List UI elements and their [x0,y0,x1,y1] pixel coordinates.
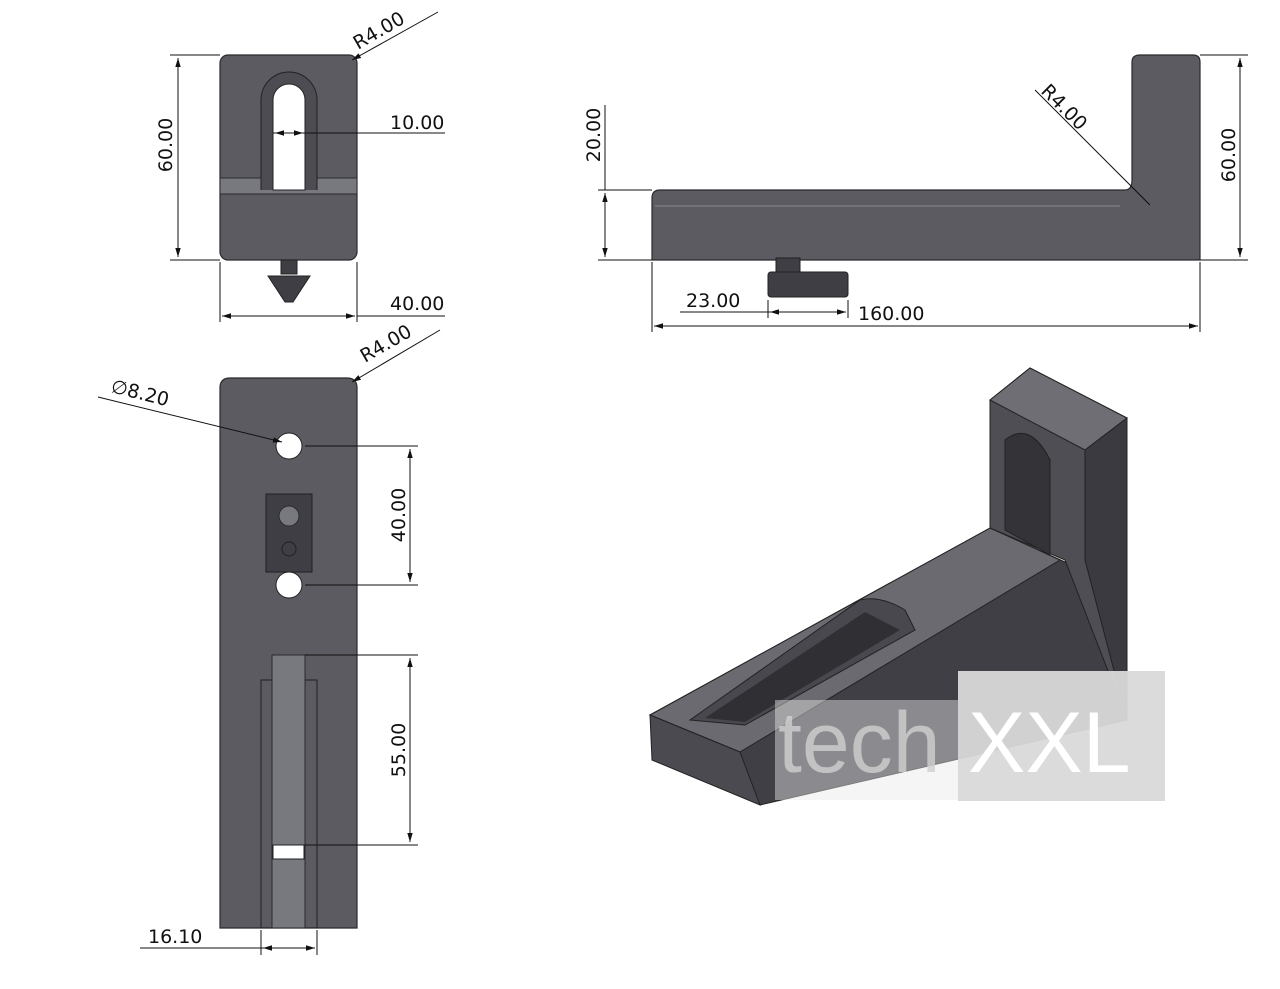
screw-thread [280,259,298,275]
dim-length: 160.00 [858,303,924,325]
watermark-logo: tech XXL [775,671,1165,801]
side-nut [767,271,849,298]
dim-side-radius: R4.00 [1036,80,1091,135]
dim-hole-diameter: ∅8.20 [109,376,171,412]
watermark-prefix: tech [778,695,941,791]
side-body [651,54,1201,261]
screw-head [267,275,311,303]
hole-top [275,432,303,460]
dim-slot-width-top: 16.10 [148,926,202,948]
side-view: 20.00 60.00 R4.00 23.00 160.00 [583,54,1248,332]
front-slot [272,83,306,191]
top-nut [265,493,313,573]
dim-slot-length: 55.00 [388,723,410,777]
hole-bottom [275,571,303,599]
watermark-suffix: XXL [968,695,1131,791]
dim-base-height: 20.00 [583,108,605,162]
front-view: 60.00 10.00 40.00 R4.00 [155,8,445,322]
side-screw [775,257,801,273]
dim-slot-width: 10.00 [390,112,444,134]
dim-side-height: 60.00 [1218,128,1240,182]
dim-top-radius: R4.00 [357,321,416,368]
dim-nut-offset: 23.00 [686,290,740,312]
dim-hole-spacing: 40.00 [388,488,410,542]
top-body [219,377,358,929]
dim-front-height: 60.00 [155,118,177,172]
dim-front-radius: R4.00 [350,8,409,55]
top-view: 40.00 55.00 ∅8.20 R4.00 16.10 [97,321,441,955]
dim-front-width: 40.00 [390,293,444,315]
top-slot [271,654,306,929]
